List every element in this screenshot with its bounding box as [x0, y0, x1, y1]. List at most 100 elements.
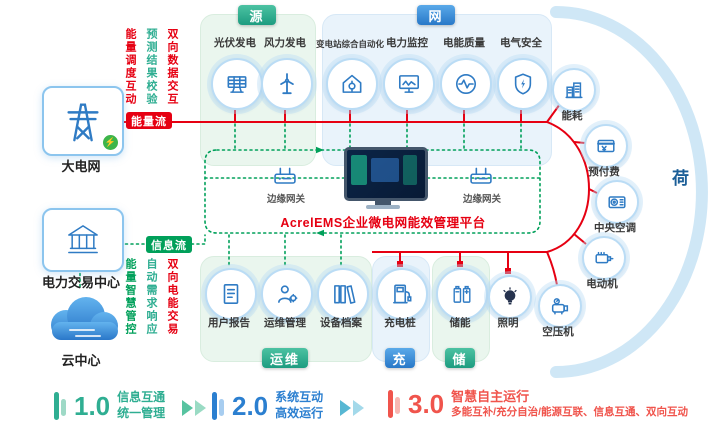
- prepaid-label: 预付费: [588, 166, 620, 178]
- power-quality-label: 电能质量: [443, 37, 485, 49]
- transmission-tower-icon: [60, 98, 106, 144]
- legend-line: 信息互通: [117, 390, 166, 405]
- node-main-grid: ⚡: [42, 86, 124, 156]
- gateway-icon: [466, 162, 496, 190]
- shield-icon: [510, 71, 536, 97]
- info-flow-badge: 信息流: [146, 236, 192, 253]
- node-prepaid: [584, 124, 628, 168]
- monitor-stand: [375, 198, 391, 205]
- badge-source: 源: [238, 5, 276, 25]
- node-electrical-safety: [497, 58, 549, 110]
- node-device-archive: [317, 268, 369, 320]
- monitor-screen-icon: [396, 71, 422, 97]
- compressor-icon: [549, 295, 571, 317]
- gateway-icon: [270, 162, 300, 190]
- legend-line: 系统互动: [275, 390, 324, 405]
- electrical-safety-label: 电气安全: [500, 37, 542, 49]
- energy-flow-badge: 能量流: [126, 112, 172, 129]
- node-energy-storage: [436, 268, 488, 320]
- edge-gateway-left-label: 边缘网关: [266, 194, 305, 205]
- chevron-right-icon: [182, 400, 206, 416]
- node-central-ac: [595, 180, 639, 224]
- load-title: 荷: [672, 169, 689, 188]
- dashboard-block: [351, 155, 367, 185]
- motor-label: 电动机: [586, 278, 618, 290]
- substation-label: 变电站综合自动化: [315, 39, 384, 49]
- dashboard-block: [403, 155, 417, 185]
- power-monitor-label: 电力监控: [386, 37, 428, 49]
- annotation-text: 双向数据交互: [166, 28, 178, 106]
- trade-center-label: 电力交易中心: [41, 275, 120, 290]
- node-lighting: [488, 275, 532, 319]
- edge-gateway-left: [270, 162, 300, 190]
- node-trade-center: [42, 208, 124, 272]
- ev-charger-icon: [389, 281, 415, 307]
- node-charging-pile: [376, 268, 428, 320]
- legend-version: 2.0: [232, 391, 269, 421]
- node-pv: [211, 58, 263, 110]
- monitor-base: [366, 205, 400, 209]
- device-archive-label: 设备档案: [320, 317, 362, 329]
- platform-monitor: [344, 147, 428, 201]
- energy-consumption-label: 能耗: [561, 110, 583, 122]
- solar-panel-icon: [224, 71, 250, 97]
- lighting-label: 照明: [497, 317, 519, 329]
- worker-gear-icon: [274, 281, 300, 307]
- main-grid-label: 大电网: [61, 159, 101, 174]
- user-report-label: 用户报告: [208, 317, 250, 329]
- ops-management-label: 运维管理: [264, 317, 306, 329]
- annotation-text: 自动需求响应: [145, 258, 157, 336]
- node-power-quality: [440, 58, 492, 110]
- motor-icon: [593, 247, 615, 269]
- legend-item-1: 1.0 信息互通 统一管理: [54, 390, 165, 422]
- legend-version: 3.0: [408, 389, 445, 419]
- platform-title: AcrelEMS企业微电网能效管理平台: [280, 216, 486, 230]
- battery-icon: [449, 281, 475, 307]
- waveform-icon: [453, 71, 479, 97]
- light-bulb-icon: [503, 287, 517, 305]
- node-motor: [582, 236, 626, 280]
- energy-bolt-icon: ⚡: [103, 135, 118, 150]
- legend-item-3: 3.0 智慧自主运行 多能互补/充分自治/能源互联、信息互通、双向互动: [388, 388, 688, 420]
- wind-label: 风力发电: [264, 37, 306, 49]
- annotation-text: 能量调度互动: [124, 28, 136, 106]
- legend-version: 1.0: [74, 391, 111, 421]
- node-power-monitoring: [383, 58, 435, 110]
- node-energy-consumption: [552, 68, 596, 112]
- edge-gateway-right-label: 边缘网关: [462, 194, 501, 205]
- legend-line: 智慧自主运行: [451, 388, 530, 404]
- badge-grid: 网: [417, 5, 455, 25]
- wind-turbine-icon: [274, 71, 300, 97]
- cloud-icon: [51, 297, 118, 340]
- legend-item-2: 2.0 系统互动 高效运行: [212, 390, 323, 422]
- annotation-text: 预测结果校验: [145, 28, 157, 106]
- legend-bar-icon: [54, 390, 67, 422]
- legend-line: 统一管理: [117, 406, 166, 420]
- books-icon: [330, 281, 356, 307]
- node-substation-automation: [326, 58, 378, 110]
- annotation-text: 能量智慧管控: [124, 258, 136, 336]
- legend-bar-icon: [212, 390, 225, 422]
- cloud-center-label: 云中心: [61, 353, 101, 368]
- energy-storage-label: 储能: [449, 317, 471, 329]
- annotation-text: 双向电能交易: [166, 258, 178, 336]
- prepaid-card-icon: [595, 135, 617, 157]
- legend-line: 高效运行: [275, 406, 324, 420]
- charging-pile-label: 充电桩: [384, 317, 416, 329]
- badge-storage: 储: [445, 348, 475, 368]
- pv-label: 光伏发电: [214, 37, 256, 49]
- air-conditioner-icon: [606, 191, 628, 213]
- node-air-compressor: [538, 284, 582, 328]
- substation-icon: [339, 71, 365, 97]
- buildings-icon: [563, 79, 585, 101]
- edge-gateway-right: [466, 162, 496, 190]
- annotation-top: 双向数据交互 预测结果校验 能量调度互动: [122, 28, 180, 106]
- trade-building-icon: [63, 220, 103, 260]
- annotation-bottom: 双向电能交易 自动需求响应 能量智慧管控: [122, 258, 180, 336]
- badge-charge: 充: [385, 348, 415, 368]
- node-user-report: [205, 268, 257, 320]
- node-wind: [261, 58, 313, 110]
- legend-bar-icon: [388, 388, 401, 420]
- legend-line: 多能互补/充分自治/能源互联、信息互通、双向互动: [451, 405, 688, 418]
